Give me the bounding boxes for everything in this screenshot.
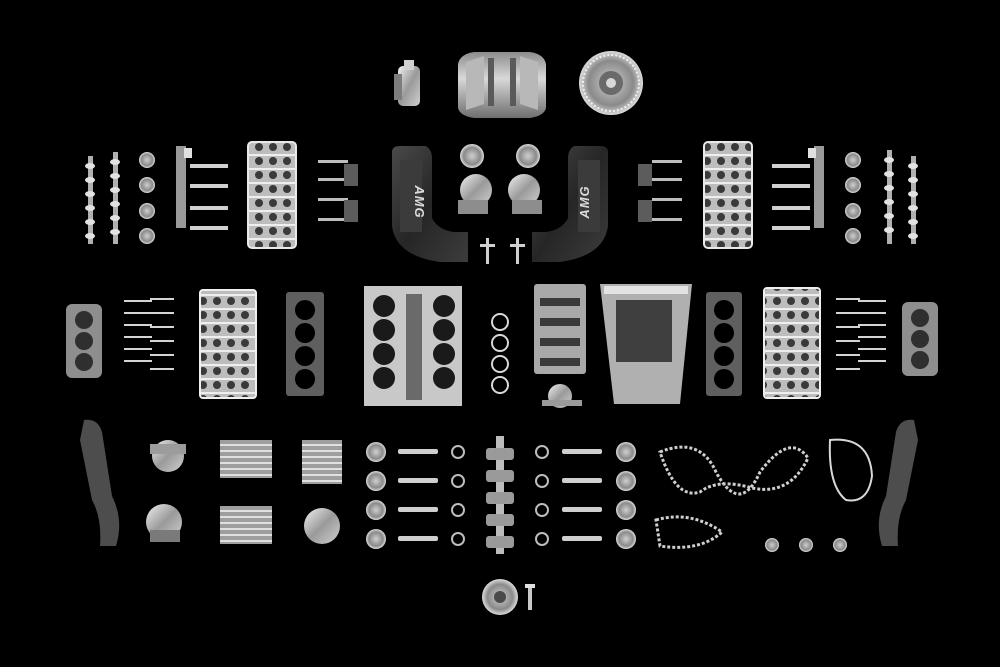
bearing-shells-left [451, 445, 465, 546]
cylinder-head-mid-right [763, 287, 821, 399]
exhaust-manifold-left [66, 304, 102, 378]
bedplate [534, 284, 586, 374]
conrods-right [562, 449, 602, 541]
crank-pulley [482, 579, 535, 615]
pistons-left [366, 442, 386, 549]
oil-pump [542, 384, 582, 408]
flywheel [579, 51, 643, 115]
camshaft-left-2 [110, 152, 120, 244]
drive-belt [828, 438, 874, 502]
head-gasket-left [286, 292, 324, 396]
engine-cover [458, 52, 546, 118]
exhaust-pipe-left [80, 419, 120, 546]
turbochargers [458, 144, 542, 214]
oil-pan [600, 284, 692, 404]
camshaft-right-1 [884, 150, 894, 244]
ignition-coils-left [318, 160, 358, 222]
alternator-and-pump [302, 440, 342, 544]
crankshaft [486, 436, 514, 554]
exhaust-manifold-right [902, 302, 938, 376]
camshaft-left-1 [85, 156, 95, 244]
injector-rail-left [176, 146, 228, 230]
valves-small-center [480, 238, 525, 264]
cam-adjusters-left [139, 152, 155, 244]
pistons-right [616, 442, 636, 549]
intake-manifold-left-logo: AMG [412, 184, 427, 218]
exhaust-pipe-right [878, 419, 918, 546]
timing-chains [654, 445, 810, 549]
engine-block [364, 286, 462, 406]
camshaft-right-2 [908, 156, 918, 244]
intake-manifold-right-logo: AMG [577, 185, 592, 219]
ignition-coils-right [638, 160, 682, 222]
cylinder-head-mid-left [199, 289, 257, 399]
injector-rail-right [772, 146, 824, 230]
cylinder-head-top-right [703, 141, 753, 249]
water-pump-and-turbo-left [146, 440, 186, 542]
valves-right [836, 298, 886, 370]
bearing-shells-right [535, 445, 549, 546]
pulleys [765, 538, 847, 552]
cylinder-head-top-left [247, 141, 297, 249]
cam-adjusters-right [845, 152, 861, 244]
starter-motor [394, 60, 420, 106]
valves-left [124, 298, 174, 370]
conrods-left [398, 449, 438, 541]
piston-rings [491, 313, 509, 394]
head-gasket-right [706, 292, 742, 396]
intake-manifold-left: AMG [392, 146, 468, 262]
intercoolers [220, 440, 272, 544]
intake-manifold-right: AMG [532, 146, 608, 262]
